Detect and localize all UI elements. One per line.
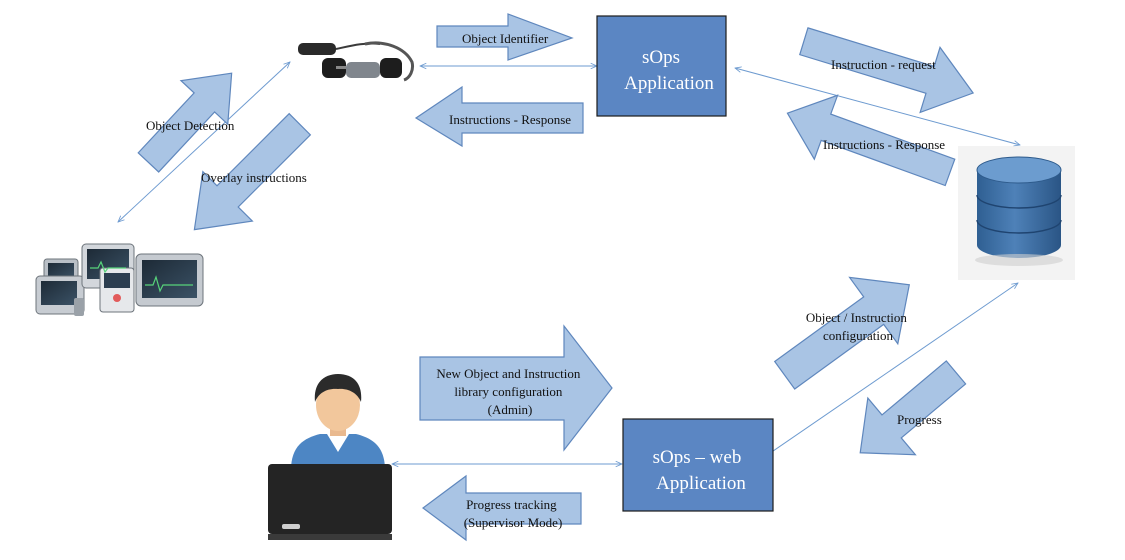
database-icon bbox=[958, 146, 1075, 280]
overlay-instructions-label: Overlay instructions bbox=[201, 170, 307, 185]
connector-glasses-devices bbox=[118, 62, 290, 222]
progress-tracking-label: Progress tracking (Supervisor Mode) bbox=[464, 497, 563, 530]
sops-web-application-subtitle: Application bbox=[656, 473, 746, 494]
progress-tracking-arrow: Progress tracking (Supervisor Mode) bbox=[421, 474, 582, 542]
object-detection-label: Object Detection bbox=[146, 118, 235, 133]
smart-glasses-icon bbox=[298, 41, 414, 82]
instruction-request-arrow: Instruction - request bbox=[799, 27, 975, 114]
instructions-response-left-arrow: Instructions - Response bbox=[414, 85, 584, 148]
progress-label: Progress bbox=[897, 412, 942, 427]
sops-web-application-box: sOps – web Application bbox=[622, 418, 774, 512]
overlay-instructions-arrow: Overlay instructions bbox=[193, 112, 312, 231]
new-object-config-label: New Object and Instruction library confi… bbox=[436, 366, 583, 417]
object-instruction-config-arrow: Object / Instruction configuration bbox=[773, 276, 911, 390]
object-identifier-label: Object Identifier bbox=[462, 31, 549, 46]
medical-monitors-icon bbox=[35, 243, 204, 316]
sops-application-title: sOps bbox=[642, 47, 680, 68]
user-at-laptop-icon bbox=[268, 374, 392, 540]
object-instruction-config-label: Object / Instruction configuration bbox=[806, 310, 910, 343]
object-detection-arrow: Object Detection bbox=[137, 72, 235, 173]
instructions-response-right-arrow: Instructions - Response bbox=[786, 94, 956, 187]
sops-application-box: sOps Application bbox=[596, 15, 727, 117]
object-identifier-arrow: Object Identifier bbox=[436, 13, 574, 61]
progress-arrow: Progress bbox=[859, 360, 967, 456]
new-object-config-arrow: New Object and Instruction library confi… bbox=[419, 324, 613, 452]
connector-sops-database bbox=[735, 68, 1020, 145]
sops-application-subtitle: Application bbox=[624, 73, 714, 94]
instructions-response-left-label: Instructions - Response bbox=[449, 112, 571, 127]
connector-web-database bbox=[760, 283, 1018, 460]
instruction-request-label: Instruction - request bbox=[831, 57, 936, 72]
sops-web-application-title: sOps – web bbox=[653, 447, 742, 468]
instructions-response-right-label: Instructions - Response bbox=[823, 137, 945, 152]
